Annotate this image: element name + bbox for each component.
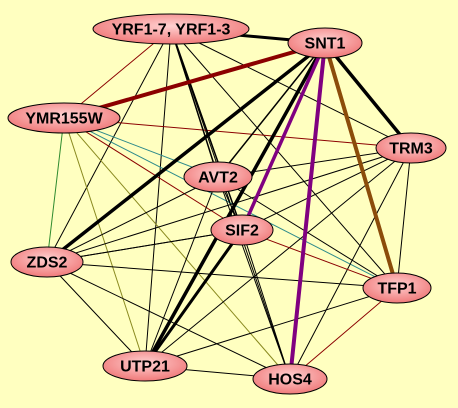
edge-avt2-zds2: [46, 176, 219, 263]
node-label: YRF1-7, YRF1-3: [112, 22, 231, 39]
node-ellipse: [252, 363, 328, 395]
node-yrf[interactable]: YRF1-7, YRF1-3: [92, 13, 250, 45]
node-ellipse: [183, 161, 253, 193]
edge-tfp1-utp21: [144, 287, 398, 367]
edge-sif2-utp21: [143, 228, 244, 368]
node-label: SIF2: [225, 223, 259, 240]
node-label: HOS4: [268, 372, 312, 389]
edge-yrf-utp21: [144, 28, 172, 367]
node-label: ZDS2: [27, 255, 68, 272]
edge-yrf-avt2: [170, 28, 219, 178]
node-label: AVT2: [198, 170, 238, 187]
edge-ymr155w-hos4: [63, 117, 291, 380]
edge-snt1-hos4: [288, 41, 327, 381]
node-tfp1[interactable]: TFP1: [362, 272, 432, 304]
edge-ymr155w-zds2: [46, 117, 65, 263]
edge-avt2-tfp1: [217, 176, 398, 289]
node-ellipse: [10, 246, 84, 278]
node-ellipse: [362, 272, 432, 304]
edges-layer: [45, 27, 413, 381]
node-label: TFP1: [377, 281, 416, 298]
node-utp21[interactable]: UTP21: [102, 350, 188, 382]
edge-tfp1-hos4: [289, 287, 398, 380]
edge-snt1-tfp1: [323, 41, 399, 290]
edge-yrf-tfp1: [170, 28, 398, 289]
edge-ymr155w-utp21: [63, 117, 146, 367]
edge-trm3-tfp1: [396, 147, 412, 289]
node-zds2[interactable]: ZDS2: [10, 246, 84, 278]
edge-trm3-sif2: [241, 147, 412, 231]
node-label: UTP21: [120, 359, 170, 376]
node-snt1[interactable]: SNT1: [287, 27, 363, 59]
node-ellipse: [210, 214, 274, 246]
node-sif2[interactable]: SIF2: [210, 214, 274, 246]
node-label: YMR155W: [25, 111, 103, 128]
edge-ymr155w-sif2: [63, 117, 243, 231]
edge-zds2-tfp1: [46, 261, 398, 289]
edge-yrf-trm3: [170, 28, 412, 149]
edge-ymr155w-snt1: [62, 41, 327, 120]
node-label: SNT1: [305, 36, 346, 53]
edge-trm3-hos4: [289, 147, 412, 380]
edge-zds2-snt1: [45, 41, 327, 264]
node-trm3[interactable]: TRM3: [375, 132, 447, 164]
edge-avt2-hos4: [217, 176, 291, 380]
edge-yrf-zds2: [46, 28, 172, 263]
edge-snt1-avt2: [217, 42, 326, 178]
node-ellipse: [287, 27, 363, 59]
edge-snt1-sif2: [240, 41, 327, 232]
edge-sif2-hos4: [241, 229, 291, 380]
edge-ymr155w-tfp1: [63, 117, 398, 289]
node-ellipse: [92, 13, 250, 45]
node-ellipse: [102, 350, 188, 382]
edge-yrf-sif2: [170, 28, 243, 231]
node-avt2[interactable]: AVT2: [183, 161, 253, 193]
edge-snt1-trm3: [323, 41, 413, 150]
node-ellipse: [7, 102, 121, 134]
edge-utp21-snt1: [143, 41, 327, 368]
edge-zds2-utp21: [46, 261, 146, 367]
edge-trm3-zds2: [46, 147, 412, 263]
node-ymr155w[interactable]: YMR155W: [7, 102, 121, 134]
node-hos4[interactable]: HOS4: [252, 363, 328, 395]
node-ellipse: [375, 132, 447, 164]
node-label: TRM3: [389, 141, 433, 158]
